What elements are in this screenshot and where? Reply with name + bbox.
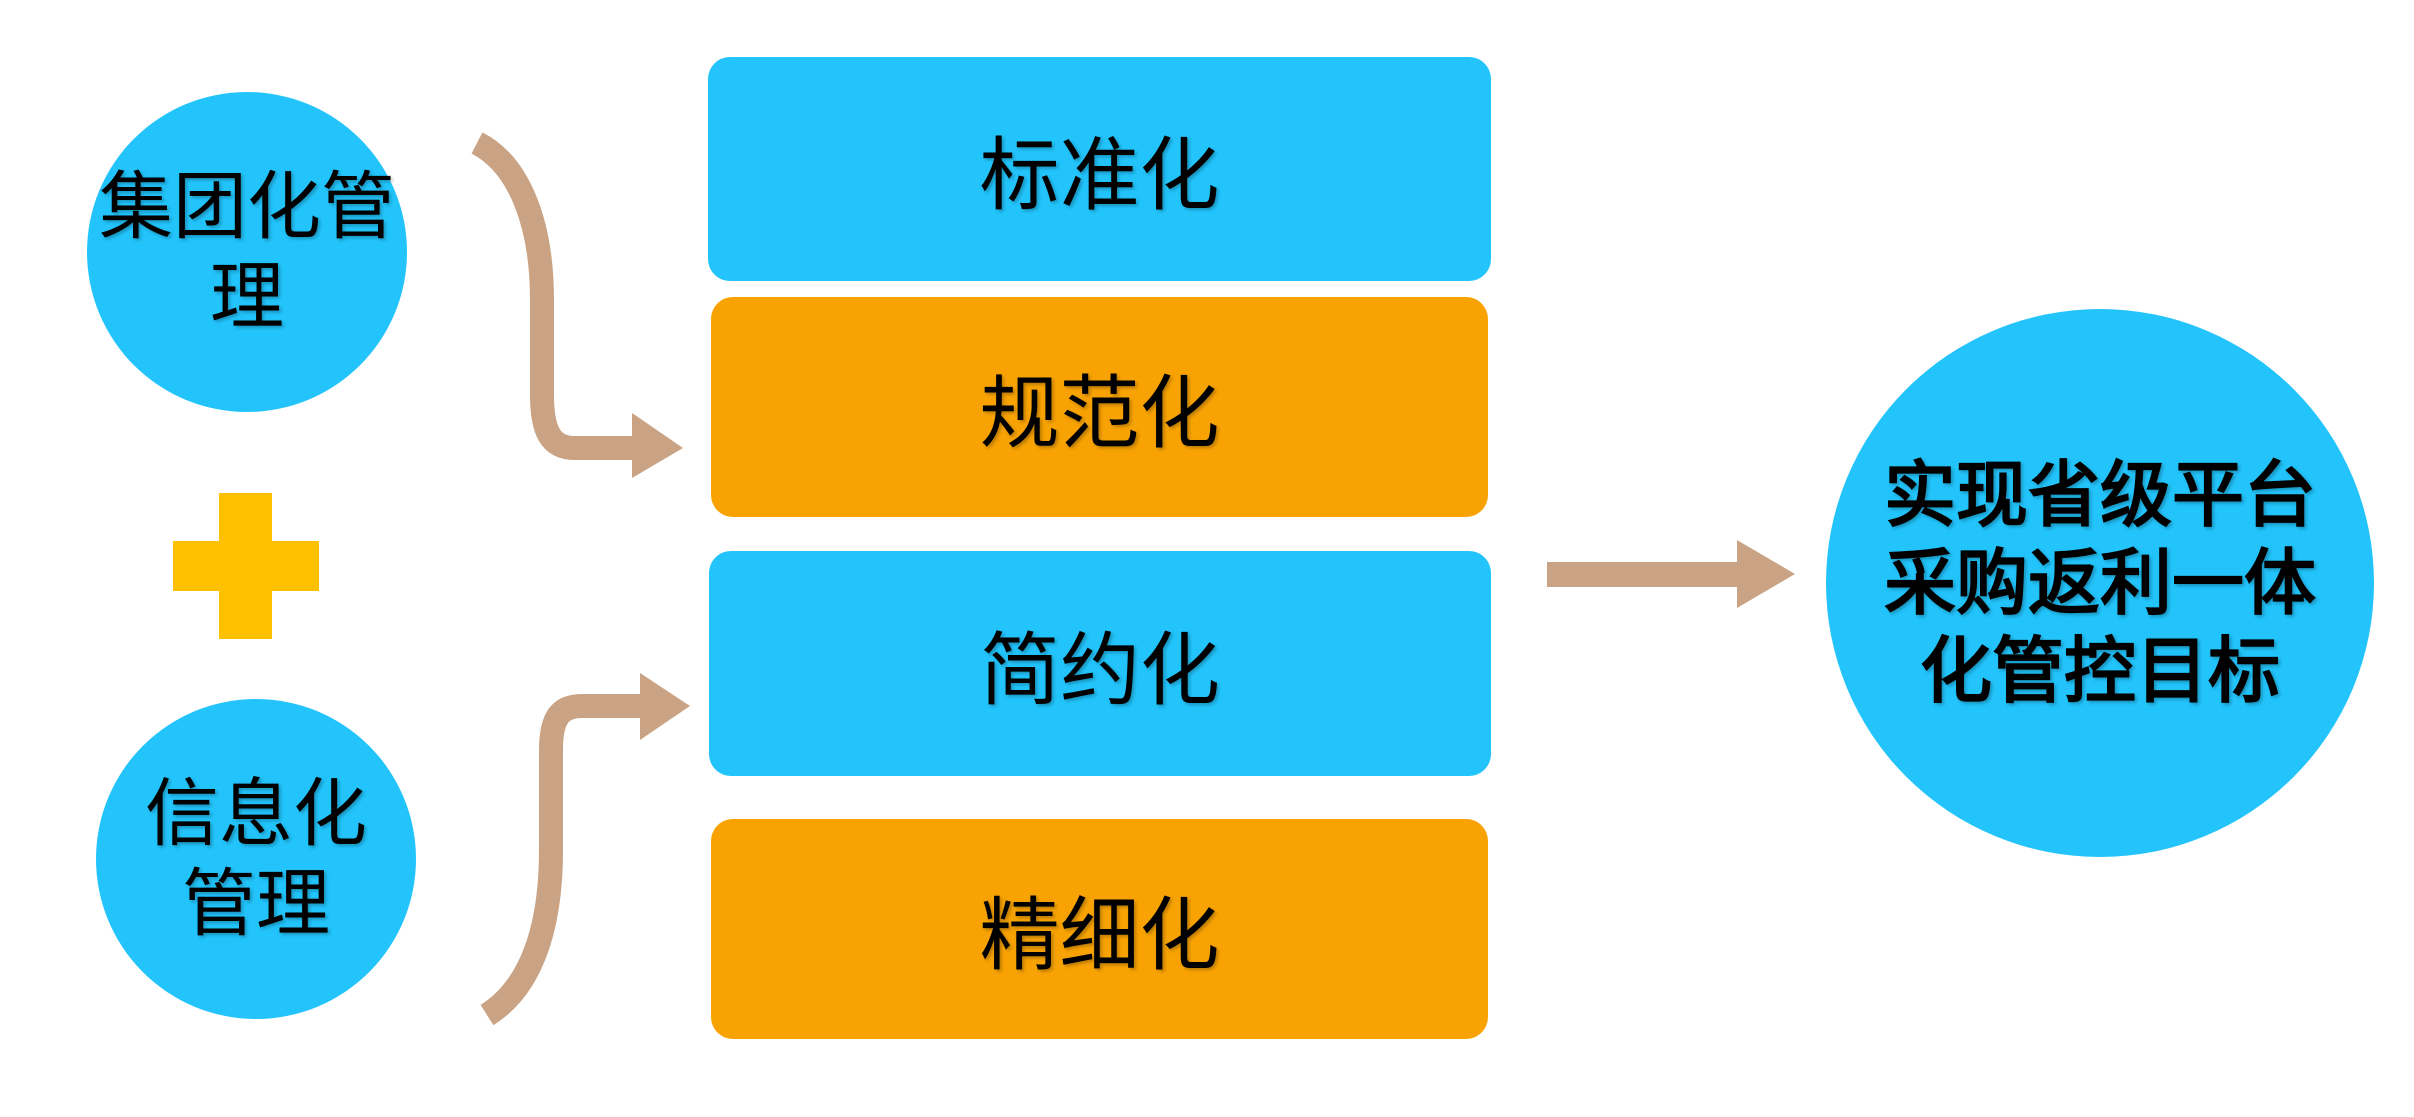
- group-management-label: 集团化管理: [99, 164, 395, 340]
- arrow-icon: [480, 673, 690, 1026]
- goal-circle: 实现省级平台采购返利一体化管控目标: [1826, 309, 2374, 857]
- goal-label: 实现省级平台采购返利一体化管控目标: [1883, 453, 2316, 713]
- simplification-box: 简约化: [709, 551, 1491, 776]
- info-management-label: 信息化管理: [145, 771, 367, 947]
- arrow-icon: [470, 132, 683, 478]
- standardization-box: 标准化: [708, 57, 1491, 281]
- info-management-circle: 信息化管理: [96, 699, 416, 1019]
- group-management-circle: 集团化管理: [87, 92, 407, 412]
- standardization-label: 标准化: [979, 129, 1220, 222]
- plus-icon: [173, 493, 319, 639]
- simplification-label: 简约化: [980, 623, 1220, 717]
- arrow-icon: [1547, 540, 1795, 608]
- normalization-box: 规范化: [711, 297, 1488, 517]
- refinement-box: 精细化: [711, 819, 1488, 1039]
- normalization-label: 规范化: [979, 367, 1220, 460]
- refinement-label: 精细化: [979, 889, 1220, 982]
